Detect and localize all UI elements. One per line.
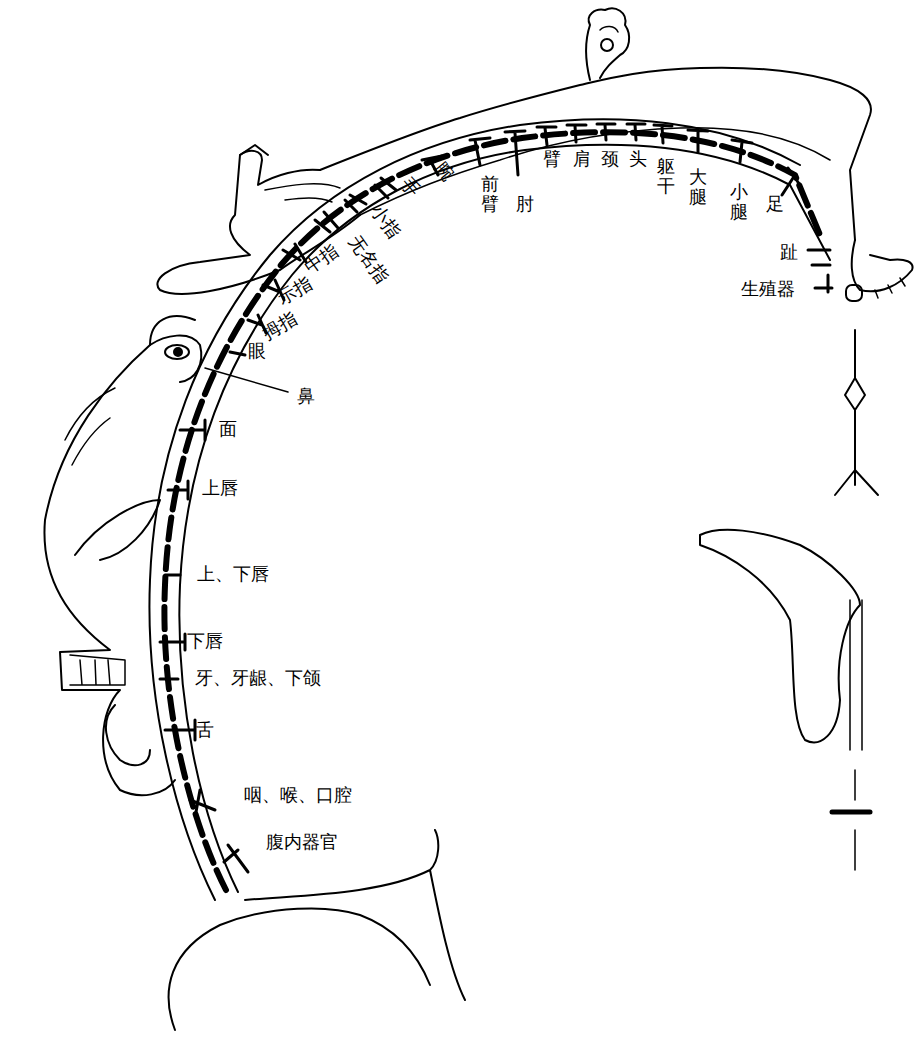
body-part-label: 头 xyxy=(628,150,648,170)
body-part-label: 拇指 xyxy=(259,309,302,345)
body-part-label: 躯干 xyxy=(656,157,676,197)
body-part-label: 上唇 xyxy=(201,479,239,499)
body-part-label: 面 xyxy=(218,420,238,440)
body-part-label: 臂 xyxy=(542,150,562,170)
body-part-label: 下唇 xyxy=(186,632,224,652)
body-part-label: 肩 xyxy=(572,150,592,170)
body-part-label: 生殖器 xyxy=(740,280,796,300)
body-part-label: 小指 xyxy=(366,201,404,243)
body-part-label: 咽、喉、口腔 xyxy=(243,786,353,806)
body-part-label: 鼻 xyxy=(296,387,316,407)
body-part-label: 肘 xyxy=(515,195,535,215)
body-part-label: 舌 xyxy=(195,721,215,741)
body-part-label: 前臂 xyxy=(480,175,500,215)
body-part-label: 手 xyxy=(396,174,424,202)
body-part-label: 眼 xyxy=(247,342,267,362)
body-part-label: 颈 xyxy=(600,150,620,170)
body-part-label: 中指 xyxy=(301,241,343,279)
body-part-label: 牙、牙龈、下颌 xyxy=(194,669,322,689)
body-part-label: 腹内器官 xyxy=(265,833,339,853)
body-part-label: 上、下唇 xyxy=(196,565,270,585)
body-part-label: 趾 xyxy=(779,243,799,263)
body-part-label: 示指 xyxy=(274,274,317,310)
body-part-label: 足 xyxy=(765,195,785,215)
body-part-label: 小腿 xyxy=(729,183,749,223)
body-part-label: 大腿 xyxy=(688,168,708,208)
